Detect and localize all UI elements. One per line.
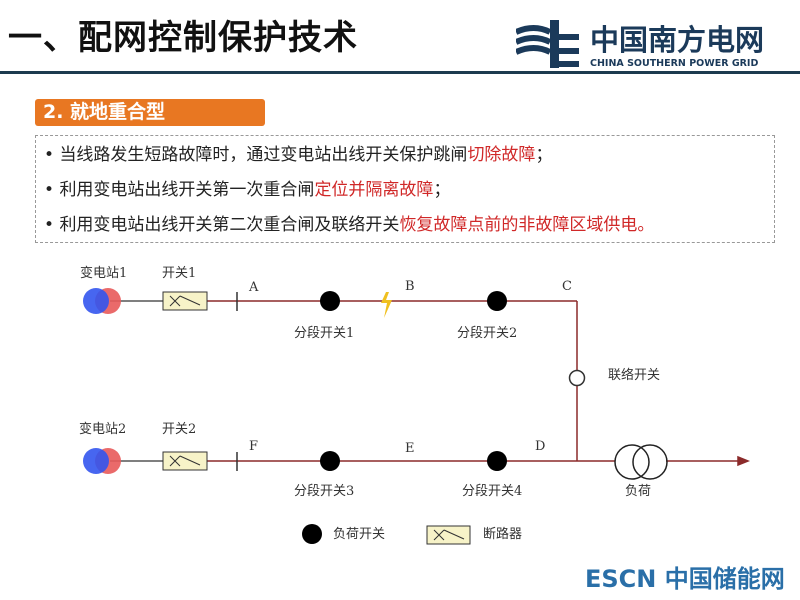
legend-load-switch-label: 负荷开关 [333, 527, 386, 542]
load-transformer-icon [614, 444, 668, 480]
section-switch-4-label: 分段开关4 [462, 484, 523, 499]
bullet-box: • 当线路发生短路故障时，通过变电站出线开关保护跳闸切除故障； • 利用变电站出… [35, 135, 775, 243]
watermark: ESCN 中国储能网 [585, 565, 785, 593]
section-label: 2. 就地重合型 [35, 99, 265, 126]
switch-2-label: 开关2 [162, 422, 197, 437]
tie-switch-icon [568, 369, 586, 387]
point-f: F [249, 439, 259, 454]
point-c: C [562, 279, 572, 294]
substation-2-icon [83, 448, 121, 474]
section-switch-1-label: 分段开关1 [294, 326, 355, 341]
arrow-icon [737, 455, 751, 467]
substation-1-icon [83, 288, 121, 314]
legend-breaker-label: 断路器 [483, 527, 523, 542]
fault-lightning-icon [381, 292, 392, 318]
section-switch-3-label: 分段开关3 [294, 484, 355, 499]
bullet-1: • 当线路发生短路故障时，通过变电站出线开关保护跳闸切除故障； [44, 145, 553, 165]
tie-switch-label: 联络开关 [608, 368, 661, 383]
legend-breaker-icon [426, 525, 471, 545]
section-switch-2-label: 分段开关2 [457, 326, 518, 341]
substation-1-label: 变电站1 [80, 266, 128, 281]
csg-logo-icon [516, 20, 579, 68]
bullet-3: • 利用变电站出线开关第二次重合闸及联络开关恢复故障点前的非故障区域供电。 [44, 215, 655, 235]
point-e: E [405, 441, 415, 456]
logo-subtext: CHINA SOUTHERN POWER GRID [590, 58, 759, 69]
point-b: B [405, 279, 415, 294]
bullet-2: • 利用变电站出线开关第一次重合闸定位并隔离故障； [44, 180, 451, 200]
substation-2-label: 变电站2 [79, 422, 127, 437]
header-divider [0, 71, 800, 74]
section-switch-1-icon [320, 291, 340, 311]
legend-load-switch-icon [302, 524, 322, 544]
switch-1-label: 开关1 [162, 266, 197, 281]
page-title: 一、配网控制保护技术 [8, 18, 358, 58]
section-switch-3-icon [320, 451, 340, 471]
point-d: D [535, 439, 546, 454]
logo-text: 中国南方电网 [590, 23, 765, 57]
load-label: 负荷 [625, 484, 652, 499]
breaker-2-icon [162, 451, 208, 471]
section-switch-2-icon [487, 291, 507, 311]
point-a: A [249, 280, 259, 295]
section-switch-4-icon [487, 451, 507, 471]
breaker-1-icon [162, 291, 208, 311]
